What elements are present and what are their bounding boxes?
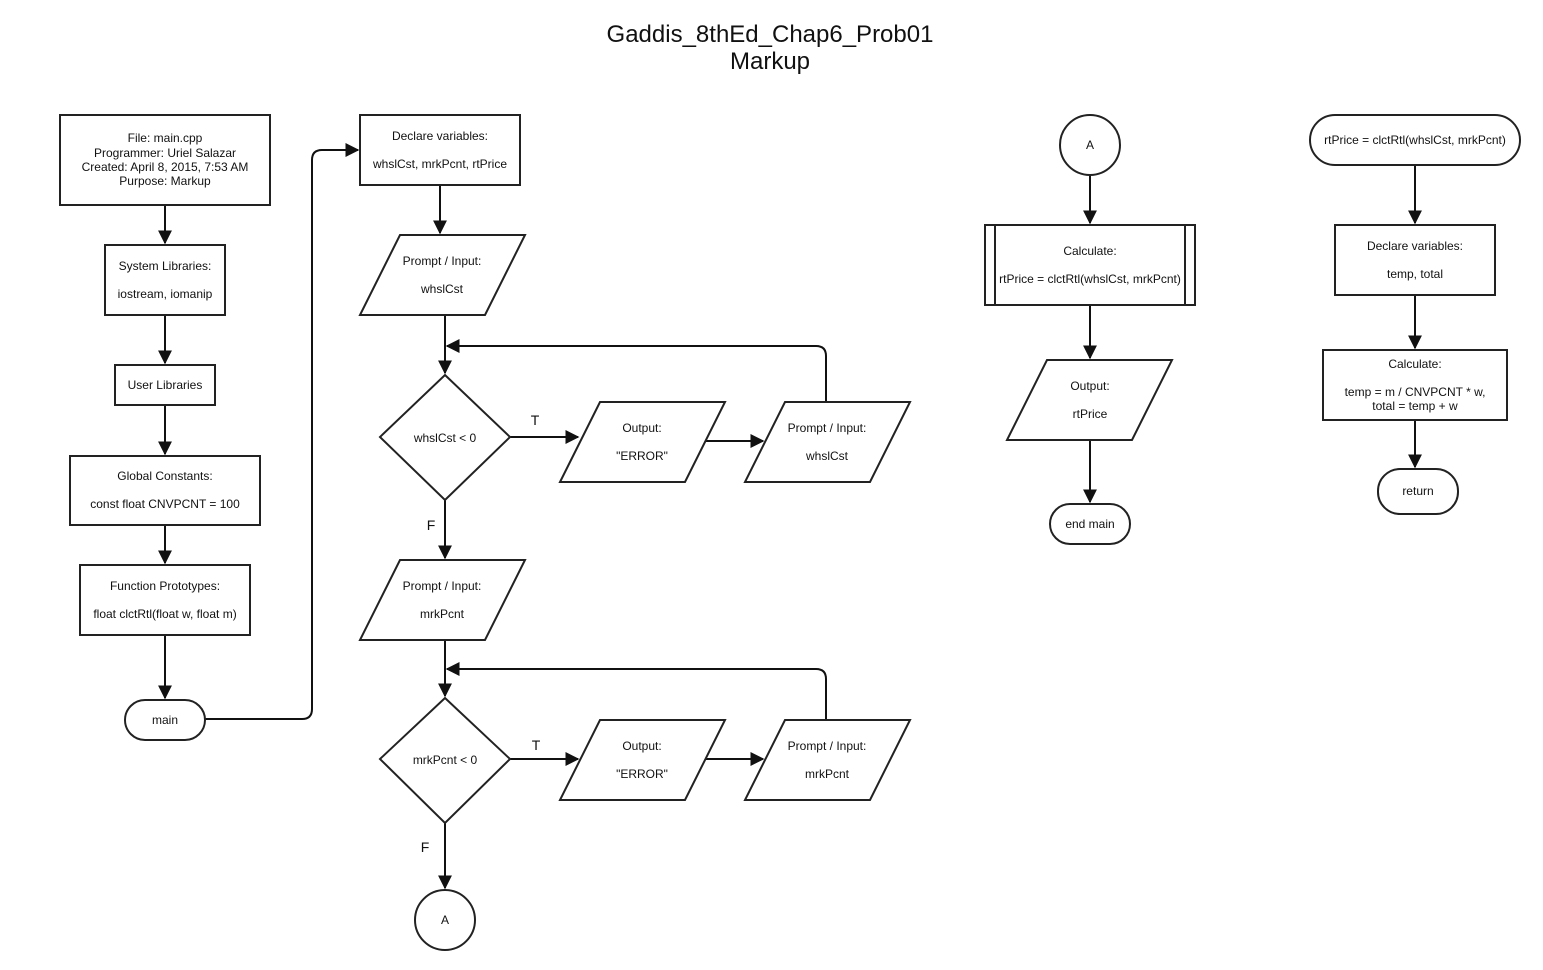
declare-main-label: Declare variables: [392, 129, 488, 143]
node-user-libraries: User Libraries [114, 364, 216, 406]
func-start-label: rtPrice = clctRtl(whslCst, mrkPcnt) [1324, 133, 1506, 147]
system-libraries-label: System Libraries: [119, 259, 212, 273]
node-input-whslcst: Prompt / Input: whslCst [358, 234, 527, 316]
edge-reinput2-loop [445, 662, 827, 720]
node-declare-main: Declare variables: whslCst, mrkPcnt, rtP… [359, 114, 521, 186]
reinput-whslcst-label: Prompt / Input: [788, 421, 867, 435]
node-reinput-whslcst: Prompt / Input: whslCst [743, 401, 912, 483]
reinput-whslcst-value: whslCst [805, 449, 849, 463]
declare-func-value: temp, total [1387, 267, 1443, 281]
calculate-func-temp: temp = m / CNVPCNT * w, [1345, 385, 1486, 399]
header-file-text: File: main.cpp [128, 131, 203, 145]
calculate-main-label: Calculate: [1063, 244, 1116, 258]
output-error-2-value: "ERROR" [616, 767, 668, 781]
node-func-start: rtPrice = clctRtl(whslCst, mrkPcnt) [1309, 114, 1521, 166]
edges [158, 143, 1422, 890]
output-error-2-label: Output: [622, 739, 661, 753]
node-output-error-2: Output: "ERROR" [558, 719, 727, 801]
node-return: return [1377, 468, 1459, 515]
decision-mrkpcnt-label: mrkPcnt < 0 [413, 753, 478, 767]
reinput-mrkpcnt-label: Prompt / Input: [788, 739, 867, 753]
edge-reinput1-loop [445, 339, 827, 402]
node-global-constants: Global Constants: const float CNVPCNT = … [69, 455, 261, 526]
main-terminal-label: main [152, 713, 178, 727]
input-mrkpcnt-label: Prompt / Input: [403, 579, 482, 593]
edge-main-to-declare [205, 143, 360, 720]
node-system-libraries: System Libraries: iostream, iomanip [104, 244, 226, 316]
output-rtprice-label: Output: [1070, 379, 1109, 393]
return-label: return [1402, 484, 1433, 498]
node-connector-a-bottom: A [414, 889, 476, 951]
node-decision-mrkpcnt: mrkPcnt < 0 [378, 696, 512, 825]
node-reinput-mrkpcnt: Prompt / Input: mrkPcnt [743, 719, 912, 801]
edge-label-false-1: F [427, 517, 436, 533]
header-purpose-text: Purpose: Markup [119, 174, 211, 188]
node-calculate-func: Calculate: temp = m / CNVPCNT * w, total… [1322, 349, 1508, 421]
node-connector-a-top: A [1059, 114, 1121, 176]
connector-a-bottom-label: A [441, 913, 449, 927]
node-decision-whslcst: whslCst < 0 [378, 373, 512, 502]
connector-a-top-label: A [1086, 138, 1094, 152]
calculate-main-value: rtPrice = clctRtl(whslCst, mrkPcnt) [999, 272, 1181, 286]
header-created-text: Created: April 8, 2015, 7:53 AM [82, 160, 249, 174]
node-function-prototypes: Function Prototypes: float clctRtl(float… [79, 564, 251, 636]
input-whslcst-label: Prompt / Input: [403, 254, 482, 268]
reinput-mrkpcnt-value: mrkPcnt [805, 767, 850, 781]
node-end-main: end main [1049, 503, 1131, 545]
output-error-1-label: Output: [622, 421, 661, 435]
decision-whslcst-label: whslCst < 0 [413, 431, 477, 445]
global-constants-value: const float CNVPCNT = 100 [90, 497, 240, 511]
node-output-rtprice: Output: rtPrice [1005, 359, 1174, 441]
end-main-label: end main [1065, 517, 1114, 531]
global-constants-label: Global Constants: [117, 469, 212, 483]
declare-func-label: Declare variables: [1367, 239, 1463, 253]
input-whslcst-value: whslCst [420, 282, 464, 296]
declare-main-value: whslCst, mrkPcnt, rtPrice [372, 157, 507, 171]
diagram-title: Gaddis_8thEd_Chap6_Prob01 Markup [607, 21, 934, 75]
node-input-mrkpcnt: Prompt / Input: mrkPcnt [358, 559, 527, 641]
edge-label-false-2: F [421, 839, 430, 855]
system-libraries-value: iostream, iomanip [118, 287, 213, 301]
node-calculate-main: Calculate: rtPrice = clctRtl(whslCst, mr… [984, 224, 1196, 306]
edge-label-true-1: T [531, 412, 540, 428]
node-header: File: main.cpp Programmer: Uriel Salazar… [59, 114, 271, 206]
title-line-2: Markup [730, 48, 810, 75]
function-prototypes-value: float clctRtl(float w, float m) [93, 607, 236, 621]
node-output-error-1: Output: "ERROR" [558, 401, 727, 483]
node-main-terminal: main [124, 699, 206, 741]
node-declare-func: Declare variables: temp, total [1334, 224, 1496, 296]
user-libraries-label: User Libraries [128, 378, 203, 392]
output-rtprice-value: rtPrice [1073, 407, 1108, 421]
title-line-1: Gaddis_8thEd_Chap6_Prob01 [607, 21, 934, 48]
header-programmer-text: Programmer: Uriel Salazar [94, 146, 236, 160]
edge-label-true-2: T [532, 737, 541, 753]
calculate-func-total: total = temp + w [1372, 399, 1458, 413]
calculate-func-label: Calculate: [1388, 357, 1441, 371]
function-prototypes-label: Function Prototypes: [110, 579, 220, 593]
input-mrkpcnt-value: mrkPcnt [420, 607, 465, 621]
output-error-1-value: "ERROR" [616, 449, 668, 463]
